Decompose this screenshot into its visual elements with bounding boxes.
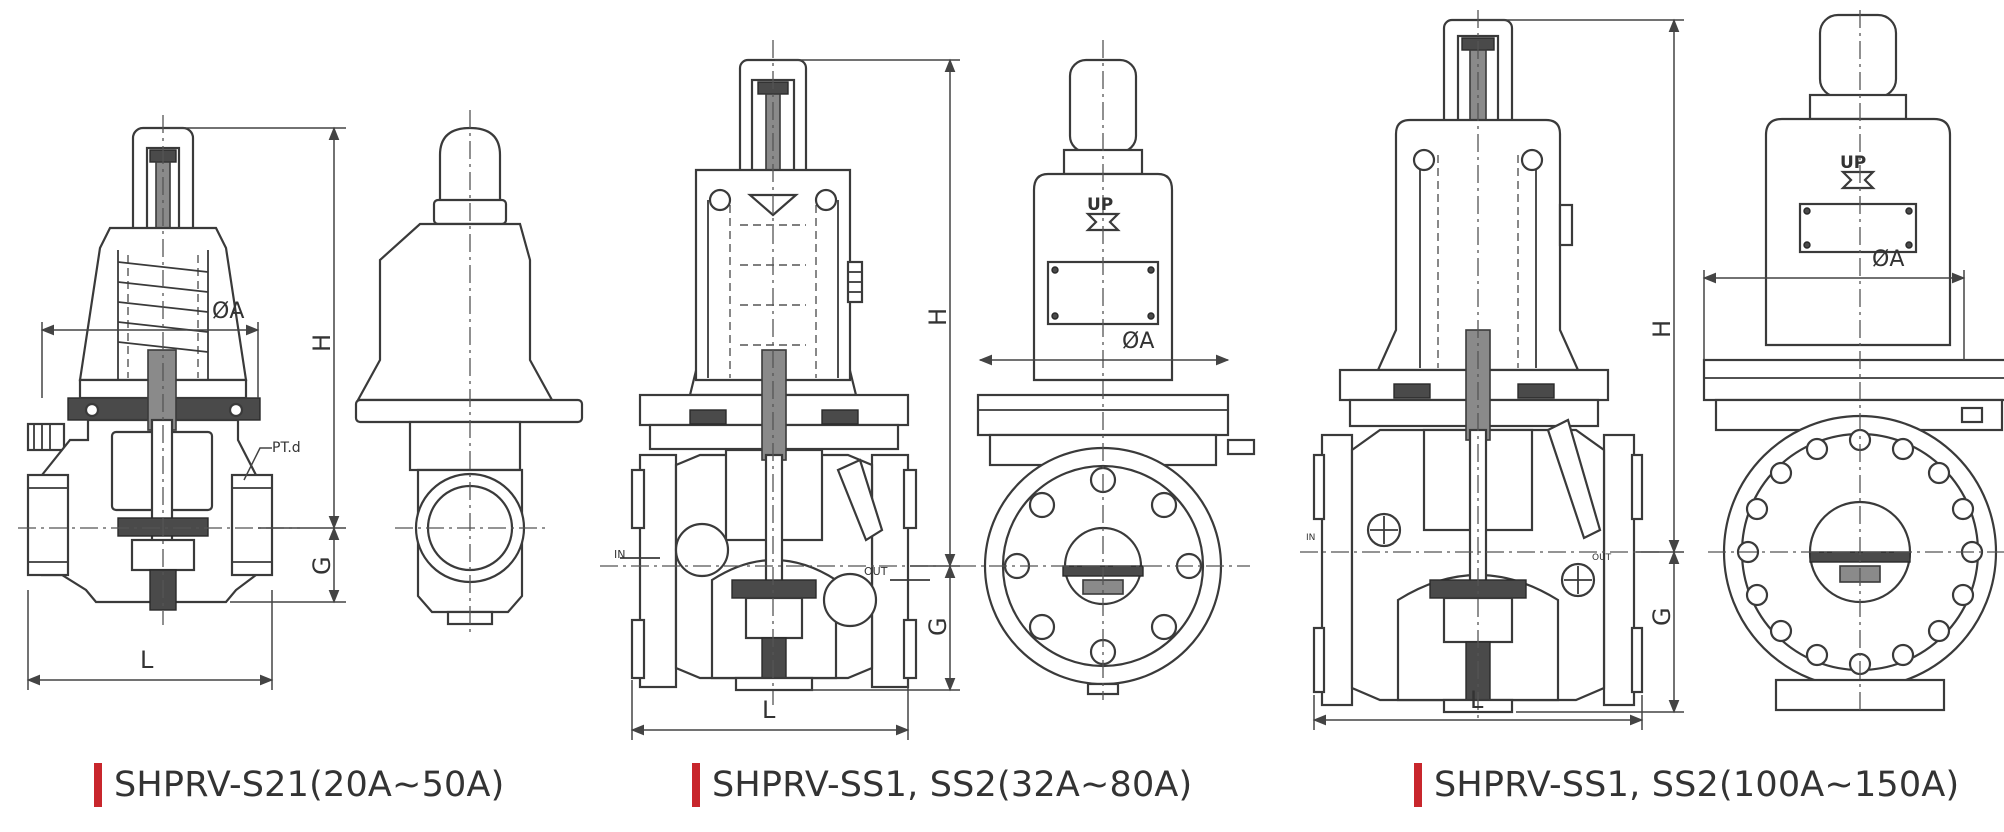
s21-gap-label: G (308, 556, 336, 575)
ss-large-inlet-label: IN (1306, 533, 1315, 543)
ss-large-outlet-label: OUT (1592, 553, 1612, 563)
ss-small-length-label: L (762, 696, 776, 724)
caption-accent-bar (94, 763, 102, 807)
ss-large-diameter-label: ØA (1872, 247, 1904, 272)
s21-height-label: H (308, 334, 336, 352)
dimension-labels: ØA H G L PT.d H G L IN OUT ØA UP H G L I… (140, 153, 1904, 724)
ss-small-height-label: H (924, 308, 952, 326)
caption-s21: SHPRV-S21(20A~50A) (94, 762, 505, 808)
ss-small-up-label: UP (1087, 195, 1113, 215)
caption-ss-small-text: SHPRV-SS1, SS2(32A~80A) (712, 765, 1193, 805)
ss-small-outlet-label: OUT (864, 565, 888, 578)
ss-small-diameter-label: ØA (1122, 329, 1154, 354)
caption-accent-bar (1414, 763, 1422, 807)
s21-diameter-label: ØA (212, 299, 244, 324)
figure-ss-small-section-view (600, 40, 960, 740)
figure-s21-side-view (354, 110, 584, 635)
ss-small-inlet-label: IN (614, 548, 625, 561)
figure-ss-large-section-view (1300, 10, 1684, 730)
s21-length-label: L (140, 646, 154, 674)
caption-s21-text: SHPRV-S21(20A~50A) (114, 765, 505, 805)
ss-large-length-label: L (1470, 686, 1484, 714)
ss-large-up-label: UP (1840, 153, 1866, 173)
caption-accent-bar (692, 763, 700, 807)
figure-s21-section-view (18, 115, 346, 690)
figure-ss-large-side-view (1702, 10, 2004, 712)
ss-large-height-label: H (1648, 320, 1676, 338)
s21-port-label: PT.d (272, 440, 301, 456)
ss-small-gap-label: G (924, 617, 952, 636)
figure-ss-small-side-view (958, 40, 1256, 700)
caption-ss-large-text: SHPRV-SS1, SS2(100A~150A) (1434, 765, 1960, 805)
caption-ss-small: SHPRV-SS1, SS2(32A~80A) (692, 762, 1192, 808)
caption-ss-large: SHPRV-SS1, SS2(100A~150A) (1414, 762, 1959, 808)
ss-large-gap-label: G (1648, 607, 1676, 626)
